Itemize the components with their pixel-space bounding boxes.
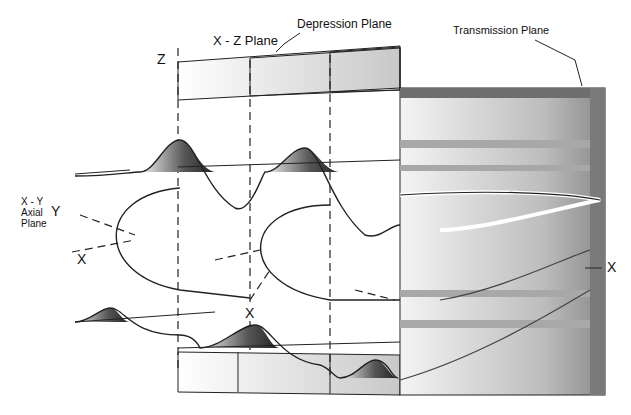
plane-label: Transmission Plane (452, 24, 550, 36)
axis-label: X (76, 252, 87, 267)
axis-label: Z (156, 52, 167, 67)
plane-label: Depression Plane (296, 18, 393, 31)
axis-label: X (244, 306, 255, 321)
plane-label: X - Z Plane (212, 34, 279, 48)
axis-label: X (606, 260, 617, 275)
axis-label: Y (50, 204, 61, 219)
